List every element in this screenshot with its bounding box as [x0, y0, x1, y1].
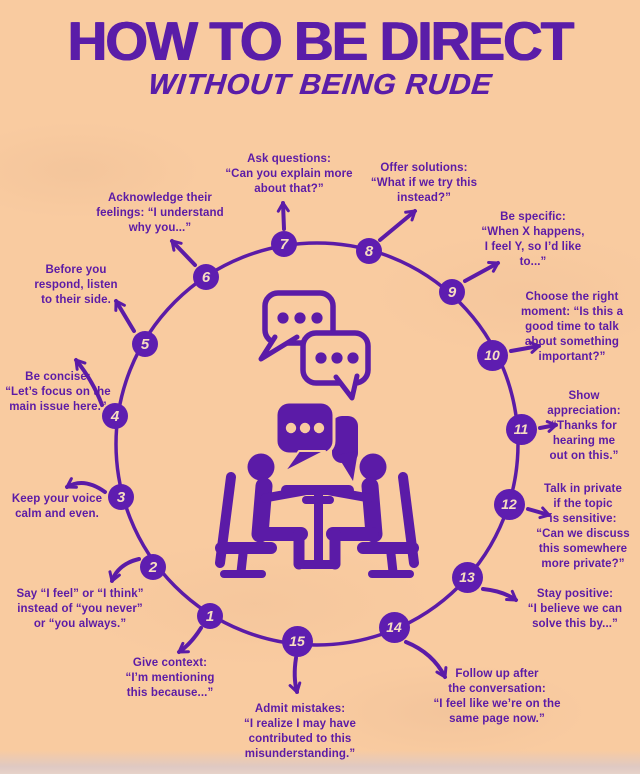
chat-bubble-solid-icon [274, 400, 358, 481]
arrow-layer [65, 201, 558, 694]
step-node-8: 8 [356, 238, 382, 264]
header: HOW TO BE DIRECT WITHOUT BEING RUDE [0, 10, 640, 102]
step-arrow-13 [481, 587, 518, 602]
step-arrow-11 [538, 420, 558, 433]
people-talking-at-table-icon [215, 453, 419, 578]
page-subtitle: WITHOUT BEING RUDE [146, 69, 494, 101]
step-arrow-5 [114, 299, 136, 333]
chat-bubble-outline-icon [300, 330, 371, 401]
step-label-4: Be concise: “Let’s focus on the main iss… [5, 371, 111, 413]
step-label-14: Follow up after the conversation: “I fee… [433, 668, 561, 725]
step-label-9: Be specific: “When X happens, I feel Y, … [481, 211, 585, 268]
step-arrow-14 [404, 640, 448, 679]
step-arrow-9 [463, 260, 500, 283]
step-arrow-8 [378, 209, 417, 242]
step-node-13: 13 [451, 561, 483, 593]
step-node-14: 14 [378, 611, 410, 643]
step-label-12: Talk in private if the topic is sensitiv… [536, 483, 630, 570]
step-label-5: Before you respond, listen to their side… [34, 264, 118, 306]
step-label-11: Show appreciation: “Thanks for hearing m… [547, 390, 621, 462]
conversation-illustration [215, 290, 419, 578]
step-node-15: 15 [281, 625, 313, 657]
step-arrow-15 [288, 656, 302, 694]
step-label-6: Acknowledge their feelings: “I understan… [96, 192, 224, 234]
step-arrow-10 [509, 340, 541, 354]
step-label-1: Give context: “I’m mentioning this becau… [125, 657, 215, 699]
step-label-3: Keep your voice calm and even. [11, 493, 103, 520]
step-arrow-2 [108, 557, 141, 583]
step-arrow-6 [170, 239, 197, 267]
step-node-5: 5 [132, 331, 158, 357]
step-label-8: Offer solutions: “What if we try this in… [370, 162, 478, 204]
step-node-9: 9 [439, 279, 465, 305]
step-node-3: 3 [108, 484, 134, 510]
step-arrow-1 [177, 626, 203, 654]
step-arrow-12 [526, 506, 551, 520]
step-label-15: Admit mistakes: “I realize I may have co… [243, 703, 357, 760]
step-label-13: Stay positive: “I believe we can solve t… [527, 588, 623, 630]
step-node-4: 4 [102, 403, 128, 429]
step-node-1: 1 [197, 603, 223, 629]
step-node-12: 12 [493, 488, 525, 520]
step-node-7: 7 [271, 231, 297, 257]
step-node-2: 2 [140, 554, 166, 580]
paper-texture-band [0, 750, 640, 774]
step-label-7: Ask questions: “Can you explain more abo… [225, 153, 353, 195]
step-node-10: 10 [476, 339, 508, 371]
step-label-10: Choose the right moment: “Is this a good… [520, 291, 624, 363]
step-node-11: 11 [505, 413, 537, 445]
step-label-2: Say “I feel” or “I think” instead of “yo… [16, 588, 144, 630]
step-arrow-3 [65, 477, 107, 494]
step-arrow-4 [74, 358, 104, 407]
step-arrow-7 [276, 201, 290, 231]
page-title: HOW TO BE DIRECT [67, 10, 575, 72]
step-node-6: 6 [193, 264, 219, 290]
